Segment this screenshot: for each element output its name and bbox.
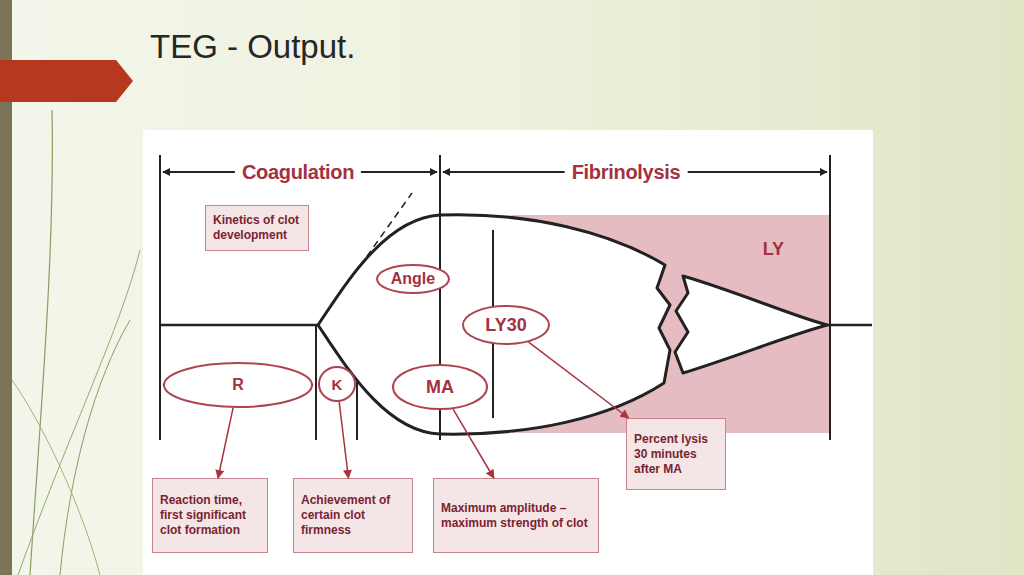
boundary-line bbox=[159, 155, 161, 440]
definition-box: Achievement of certain clot firmness bbox=[293, 478, 413, 553]
deco-line bbox=[30, 110, 52, 575]
node-label: Angle bbox=[391, 270, 435, 288]
boundary-line bbox=[315, 325, 317, 440]
slide-title: TEG - Output. bbox=[150, 28, 355, 66]
angle-arrow bbox=[412, 294, 419, 318]
leader-arrow bbox=[529, 342, 629, 418]
baseline bbox=[825, 324, 872, 327]
box-text: Maximum amplitude – maximum strength of … bbox=[441, 501, 591, 531]
definition-box: Percent lysis 30 minutes after MA bbox=[626, 418, 726, 490]
node-label: MA bbox=[426, 377, 454, 398]
ellipse-shape bbox=[164, 363, 312, 407]
definition-box: Reaction time, first significant clot fo… bbox=[152, 478, 268, 553]
ellipse-shape bbox=[377, 265, 449, 293]
deco-line bbox=[18, 250, 140, 575]
baseline bbox=[160, 324, 318, 327]
section-label: Fibrinolysis bbox=[565, 161, 688, 184]
deco-line bbox=[60, 320, 130, 575]
parameter-ellipse: LY30 bbox=[462, 305, 550, 345]
leader-arrow bbox=[339, 402, 348, 478]
parameter-ellipse: MA bbox=[392, 364, 488, 410]
box-text: Kinetics of clot development bbox=[213, 213, 301, 243]
ellipse-shape bbox=[463, 306, 549, 344]
deco-line bbox=[12, 380, 100, 575]
node-label: R bbox=[232, 376, 244, 394]
box-text: Percent lysis 30 minutes after MA bbox=[634, 432, 718, 477]
node-label: K bbox=[332, 376, 343, 393]
leader-arrow bbox=[453, 409, 494, 478]
node-label: LY30 bbox=[485, 315, 526, 336]
section-label: Coagulation bbox=[235, 161, 361, 184]
boundary-line bbox=[356, 355, 358, 440]
node-label: LY bbox=[763, 239, 784, 260]
title-arrow bbox=[0, 60, 133, 102]
parameter-ellipse: R bbox=[163, 362, 313, 408]
box-text: Achievement of certain clot firmness bbox=[301, 493, 405, 538]
parameter-ellipse: K bbox=[318, 366, 356, 402]
ellipse-shape bbox=[319, 367, 355, 401]
tangent-dash bbox=[318, 324, 432, 326]
tangent-dash bbox=[318, 193, 412, 325]
ellipse-shape bbox=[393, 365, 487, 409]
lysis-band: LY bbox=[512, 215, 830, 433]
note-box: Kinetics of clot development bbox=[205, 205, 309, 251]
parameter-ellipse: Angle bbox=[376, 264, 450, 294]
leader-arrow bbox=[218, 408, 233, 478]
box-text: Reaction time, first significant clot fo… bbox=[160, 493, 260, 538]
definition-box: Maximum amplitude – maximum strength of … bbox=[433, 478, 599, 553]
angle-arrow bbox=[375, 246, 388, 268]
